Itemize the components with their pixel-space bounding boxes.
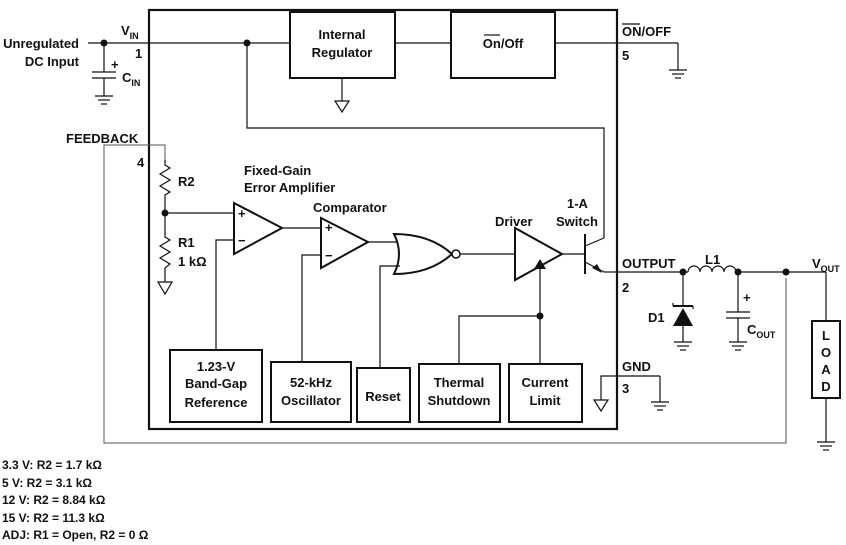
- note-adj: ADJ: R1 = Open, R2 = 0 Ω: [2, 528, 149, 542]
- cout-plus-sign: +: [743, 290, 751, 305]
- thermal-label-2: Shutdown: [428, 393, 491, 408]
- onoff-pin-number: 5: [622, 48, 629, 63]
- current-limit-block: [508, 363, 583, 423]
- amp-plus: +: [238, 206, 246, 221]
- comparator: [320, 216, 371, 270]
- gnd-pin-label: GND: [622, 359, 651, 374]
- gnd-internal: [592, 375, 669, 413]
- oscillator-label-1: 52-kHz: [290, 375, 332, 390]
- cin-plus-sign: +: [111, 57, 119, 72]
- note-3v3: 3.3 V: R2 = 1.7 kΩ: [2, 458, 103, 472]
- r1-label: R1: [178, 235, 195, 250]
- amp-minus: −: [238, 233, 246, 248]
- input-label-line1: Unregulated: [3, 36, 79, 51]
- vin-pin-number: 1: [135, 46, 142, 61]
- r1-value: 1 kΩ: [178, 254, 207, 269]
- d1-diode: [672, 272, 694, 351]
- thermal-shutdown-block: [418, 363, 501, 423]
- current-limit-label-1: Current: [522, 375, 570, 390]
- error-amplifier: [233, 201, 285, 256]
- vin-pin-label: VIN: [121, 23, 139, 41]
- onoff-pin-label: ON/OFF: [622, 24, 671, 39]
- regulator-label-1: Internal: [319, 27, 366, 42]
- regulator-label-2: Regulator: [312, 45, 373, 60]
- comparator-plus: +: [325, 220, 333, 235]
- bandgap-reference-block: [169, 349, 263, 423]
- onoff-block-label: On/Off: [483, 36, 524, 51]
- switch-transistor: [584, 234, 617, 274]
- load-letter-d: D: [821, 379, 830, 394]
- bandgap-label-1: 1.23-V: [197, 359, 236, 374]
- current-limit-label-2: Limit: [529, 393, 561, 408]
- l1-inductor: [687, 265, 738, 274]
- load-ground-symbol: [817, 398, 835, 451]
- input-label-line2: DC Input: [25, 54, 80, 69]
- reset-block: [356, 367, 411, 423]
- onoff-block: [450, 11, 556, 79]
- note-5v: 5 V: R2 = 3.1 kΩ: [2, 475, 93, 490]
- driver: [514, 226, 565, 282]
- feedback-pin-number: 4: [137, 155, 145, 170]
- reset-label: Reset: [365, 389, 401, 404]
- note-15v: 15 V: R2 = 11.3 kΩ: [2, 510, 105, 525]
- oscillator-block: [270, 361, 352, 423]
- note-12v: 12 V: R2 = 8.84 kΩ: [2, 493, 106, 507]
- comparator-label: Comparator: [313, 200, 387, 215]
- load-letter-o: O: [821, 345, 831, 360]
- r2-label: R2: [178, 174, 195, 189]
- bandgap-label-3: Reference: [185, 395, 248, 410]
- amp-label-2: Error Amplifier: [244, 180, 335, 195]
- cout-label: COUT: [747, 322, 776, 340]
- internal-regulator-block: [289, 11, 396, 79]
- comparator-minus: −: [325, 248, 333, 263]
- feedback-pin-label: FEEDBACK: [66, 131, 139, 146]
- cout-capacitor: [726, 272, 750, 351]
- output-pin-label: OUTPUT: [622, 256, 676, 271]
- gnd-pin-number: 3: [622, 381, 629, 396]
- switch-label-1: 1-A: [567, 196, 589, 211]
- load-letter-l: L: [822, 328, 830, 343]
- ic-package-frame: [147, 8, 619, 431]
- d1-label: D1: [648, 310, 665, 325]
- cin-label: CIN: [122, 70, 140, 88]
- output-pin-number: 2: [622, 280, 629, 295]
- regulator-ground-symbol: [333, 78, 351, 114]
- driver-label: Driver: [495, 214, 533, 229]
- thermal-label-1: Thermal: [434, 375, 485, 390]
- vout-label: VOUT: [812, 256, 840, 274]
- r2-resistor: [158, 160, 172, 213]
- switch-label-2: Switch: [556, 214, 598, 229]
- amp-label-1: Fixed-Gain: [244, 163, 311, 178]
- resistor-value-notes: 3.3 V: R2 = 1.7 kΩ 5 V: R2 = 3.1 kΩ 12 V…: [2, 457, 148, 545]
- onoff-ground-symbol: [669, 69, 687, 79]
- oscillator-label-2: Oscillator: [281, 393, 341, 408]
- nor-gate: [392, 232, 461, 276]
- vin-input-circuit: +: [88, 39, 290, 105]
- l1-label: L1: [705, 252, 720, 267]
- r1-resistor: [156, 213, 174, 296]
- load-letter-a: A: [821, 362, 831, 377]
- bandgap-label-2: Band-Gap: [185, 376, 247, 391]
